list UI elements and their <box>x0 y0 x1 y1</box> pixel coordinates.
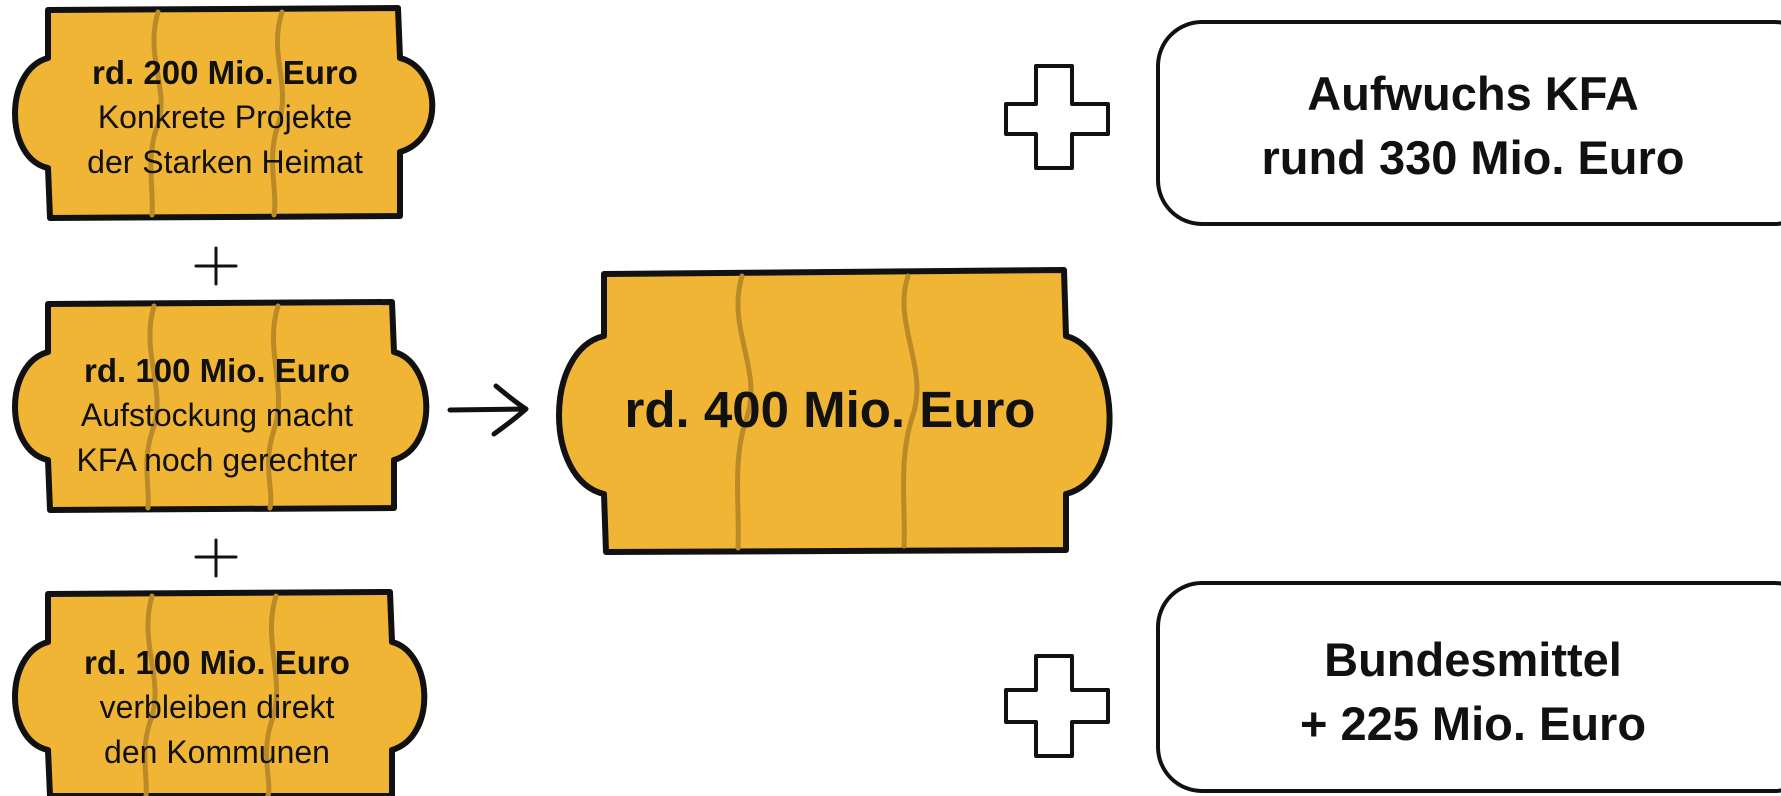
box-line: + 225 Mio. Euro <box>1299 697 1647 750</box>
plus-outline-icon <box>1004 654 1110 758</box>
tag-text-projekte: rd. 200 Mio. Euro Konkrete Projekte der … <box>40 50 410 185</box>
tag-text-aufstockung: rd. 100 Mio. Euro Aufstockung macht KFA … <box>32 348 402 483</box>
price-tag-vein <box>735 273 754 551</box>
price-tag-shape <box>12 5 436 221</box>
tag-description-line: verbleiben direkt <box>99 689 335 725</box>
price-tag-vein <box>264 593 280 796</box>
tag-amount: rd. 200 Mio. Euro <box>92 54 358 91</box>
plus-icon <box>194 538 238 578</box>
price-tag-vein <box>144 303 160 511</box>
box-line: Bundesmittel <box>1324 633 1622 686</box>
tag-description-line: KFA noch gerechter <box>76 442 358 478</box>
box-text-kfa: Aufwuchs KFA rund 330 Mio. Euro <box>1158 62 1781 190</box>
plus-icon <box>194 246 238 286</box>
tag-text-kommunen: rd. 100 Mio. Euro verbleiben direkt den … <box>32 640 402 775</box>
price-tag-shape <box>12 299 430 513</box>
arrow-right-icon <box>447 383 529 437</box>
result-box-kfa <box>1156 20 1781 226</box>
box-line: rund 330 Mio. Euro <box>1261 131 1685 184</box>
tag-amount: rd. 100 Mio. Euro <box>84 644 350 681</box>
price-tag-shape <box>556 267 1113 555</box>
price-tag-vein <box>270 9 286 218</box>
price-tag-vein <box>148 9 164 218</box>
price-tag-vein <box>142 593 158 796</box>
box-line: Aufwuchs KFA <box>1307 67 1639 120</box>
price-tag-aufstockung <box>12 299 430 513</box>
plus-outline-icon <box>1004 64 1110 170</box>
price-tag-shape <box>12 589 428 796</box>
tag-description-line: der Starken Heimat <box>87 144 363 180</box>
price-tag-vein <box>901 273 920 549</box>
total-amount: rd. 400 Mio. Euro <box>624 381 1036 438</box>
box-text-bund: Bundesmittel + 225 Mio. Euro <box>1158 628 1781 756</box>
price-tag-projekte <box>12 5 436 221</box>
price-tag-total <box>556 267 1113 555</box>
price-tag-kommunen <box>12 589 428 796</box>
tag-description-line: Konkrete Projekte <box>97 99 353 135</box>
tag-amount: rd. 100 Mio. Euro <box>84 352 350 389</box>
tag-description-line: den Kommunen <box>104 734 330 770</box>
price-tag-vein <box>266 303 282 511</box>
tag-description-line: Aufstockung macht <box>80 397 354 433</box>
result-box-bund <box>1156 581 1781 793</box>
